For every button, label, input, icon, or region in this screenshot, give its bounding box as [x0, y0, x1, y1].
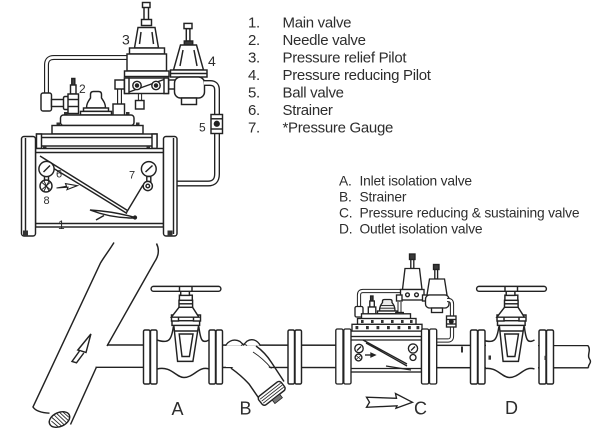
svg-text:D.: D.: [339, 222, 352, 237]
svg-text:5.: 5.: [248, 84, 260, 101]
svg-text:3: 3: [122, 32, 130, 48]
svg-text:2.: 2.: [248, 32, 260, 49]
svg-text:Main valve: Main valve: [283, 14, 352, 31]
svg-text:6.: 6.: [248, 102, 260, 119]
svg-text:A.: A.: [339, 174, 352, 189]
svg-text:5: 5: [199, 121, 206, 135]
svg-text:1.: 1.: [248, 14, 260, 31]
svg-text:Outlet isolation valve: Outlet isolation valve: [360, 222, 483, 237]
svg-text:Pressure relief Pilot: Pressure relief Pilot: [283, 49, 408, 66]
svg-text:4.: 4.: [248, 67, 260, 84]
svg-text:Ball valve: Ball valve: [283, 84, 344, 101]
svg-text:4: 4: [208, 53, 216, 69]
svg-text:7: 7: [129, 170, 135, 182]
svg-text:3.: 3.: [248, 49, 260, 66]
svg-text:B: B: [240, 399, 252, 419]
svg-text:B.: B.: [339, 190, 352, 205]
svg-text:Needle valve: Needle valve: [283, 32, 366, 49]
svg-text:Inlet isolation valve: Inlet isolation valve: [360, 174, 473, 189]
svg-text:C: C: [414, 399, 427, 419]
svg-text:D: D: [505, 398, 518, 418]
svg-text:A: A: [172, 399, 184, 419]
svg-text:C.: C.: [339, 206, 352, 221]
svg-text:Pressure reducing & sustaining: Pressure reducing & sustaining valve: [360, 206, 580, 221]
svg-text:8: 8: [44, 195, 50, 207]
svg-text:6: 6: [56, 169, 62, 181]
svg-text:2: 2: [79, 82, 86, 96]
svg-text:*Pressure Gauge: *Pressure Gauge: [283, 119, 394, 136]
svg-text:1: 1: [58, 218, 65, 232]
svg-text:7.: 7.: [248, 119, 260, 136]
svg-text:Strainer: Strainer: [360, 190, 407, 205]
svg-text:Pressure reducing Pilot: Pressure reducing Pilot: [283, 67, 432, 84]
svg-text:Strainer: Strainer: [283, 102, 333, 119]
